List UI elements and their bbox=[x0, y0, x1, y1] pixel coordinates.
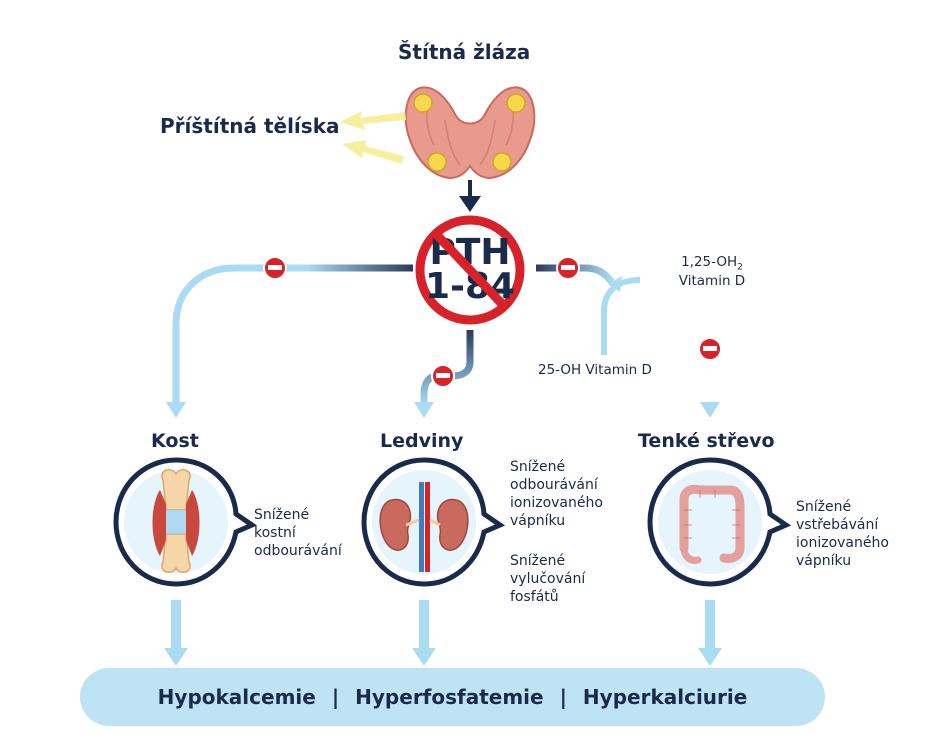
note-intestine: Snížené vstřebávání ionizovaného vápníku bbox=[796, 498, 889, 570]
inhibit-icon-bone bbox=[263, 256, 287, 280]
note-kidney-2-line3: fosfátů bbox=[510, 589, 559, 605]
active-vitamin-d-label: 1,25-OH2 Vitamin D bbox=[674, 254, 750, 289]
kidneys-icon bbox=[379, 482, 469, 572]
parathyroid-label: Příštítná tělíska bbox=[160, 114, 340, 138]
outcome-hypercalciuria: Hyperkalciurie bbox=[582, 685, 748, 709]
inhibit-icon-intestine bbox=[698, 337, 722, 361]
active-vitamin-d-subscript: 2 bbox=[737, 262, 743, 273]
outcome-arrows bbox=[164, 600, 722, 666]
note-kidney-2-line1: Snížené bbox=[510, 553, 566, 569]
pth-label: PTH 1-84 bbox=[415, 232, 525, 307]
bone-joint-icon bbox=[152, 469, 200, 573]
organ-title-bone: Kost bbox=[151, 430, 199, 452]
pth-to-bone-path bbox=[166, 264, 413, 418]
note-intestine-line3: ionizovaného bbox=[796, 535, 889, 551]
outcome-separator-2: | bbox=[559, 685, 567, 709]
thyroid-to-pth-arrow bbox=[459, 180, 481, 212]
note-kidney-2: Snížené vylučování fosfátů bbox=[510, 552, 585, 606]
organ-bubble-kidney bbox=[361, 457, 506, 587]
note-kidney-1-line3: ionizovaného bbox=[510, 495, 603, 511]
pth-line1: PTH bbox=[429, 232, 511, 273]
active-vitamin-d-prefix: 1,25-OH bbox=[681, 254, 738, 270]
inhibition-icons bbox=[263, 256, 722, 388]
note-intestine-line2: vstřebávání bbox=[796, 517, 879, 533]
organ-bubble-bone bbox=[113, 457, 258, 587]
outcome-hypocalcemia: Hypokalcemie bbox=[157, 685, 316, 709]
organ-title-intestine: Tenké střevo bbox=[638, 430, 775, 452]
note-kidney-1-line2: odbourávání bbox=[510, 477, 598, 493]
outcome-separator-1: | bbox=[331, 685, 340, 709]
thyroid-gland-icon bbox=[404, 86, 536, 180]
inhibit-icon-kidney bbox=[431, 364, 455, 388]
inhibit-icon-vitamin bbox=[556, 256, 580, 280]
note-kidney-1-line1: Snížené bbox=[510, 459, 566, 475]
note-bone-line3: odbourávání bbox=[254, 543, 342, 559]
note-intestine-line1: Snížené bbox=[796, 499, 852, 515]
outcome-hyperphosphatemia: Hyperfosfatemie bbox=[355, 685, 544, 709]
note-kidney-1-line4: vápníku bbox=[510, 513, 566, 529]
outcomes-bar bbox=[80, 668, 825, 726]
precursor-vitamin-d-label: 25-OH Vitamin D bbox=[538, 362, 652, 378]
note-kidney-2-line2: vylučování bbox=[510, 571, 586, 587]
pth-line2: 1-84 bbox=[424, 266, 516, 307]
outcomes-text: Hypokalcemie | Hyperfosfatemie | Hyperka… bbox=[80, 668, 825, 726]
organ-title-kidney: Ledviny bbox=[380, 430, 464, 452]
note-bone: Snížené kostní odbourávání bbox=[254, 506, 342, 560]
note-bone-line2: kostní bbox=[254, 525, 296, 541]
active-vitamin-d-suffix: Vitamin D bbox=[678, 272, 746, 289]
note-intestine-line4: vápníku bbox=[796, 553, 852, 569]
thyroid-title: Štítná žláza bbox=[398, 40, 531, 64]
note-kidney-1: Snížené odbourávání ionizovaného vápníku bbox=[510, 458, 603, 530]
intestine-icon bbox=[679, 484, 745, 564]
parathyroid-arrows bbox=[340, 111, 406, 164]
organ-bubble-intestine bbox=[647, 457, 792, 587]
note-bone-line1: Snížené bbox=[254, 507, 310, 523]
vitamin-d-conversion-path bbox=[601, 277, 641, 355]
